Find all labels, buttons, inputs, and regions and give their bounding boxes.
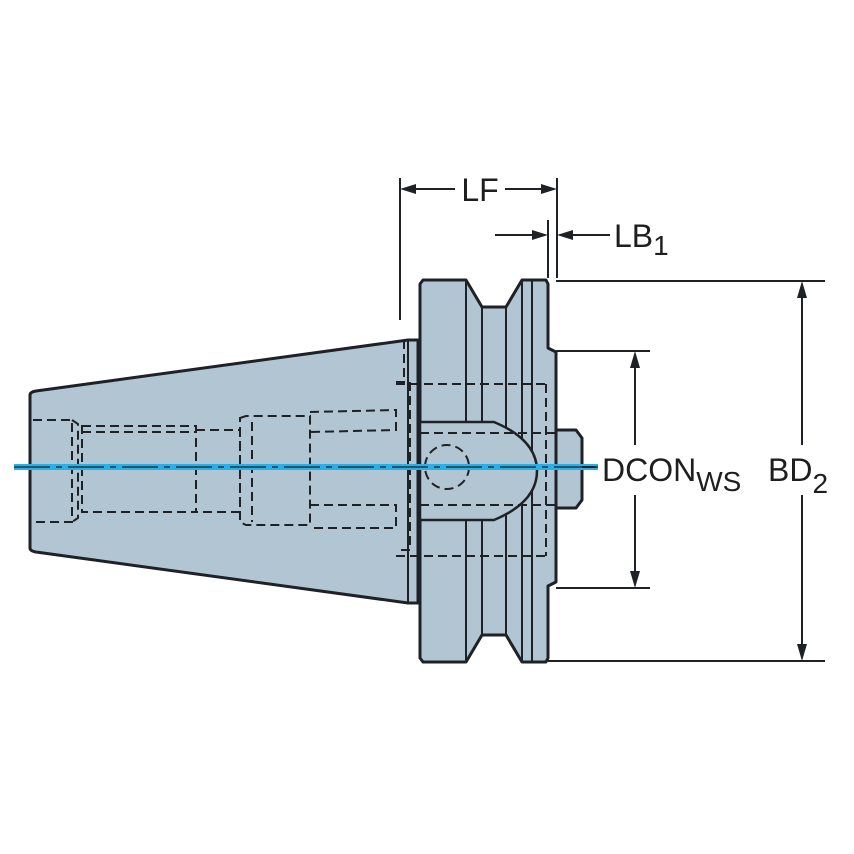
dimension-lb1: LB1 <box>495 218 669 278</box>
label-lb-subscript: 1 <box>653 230 669 261</box>
label-bd-subscript: 2 <box>812 468 828 499</box>
dimension-bd2: BD2 <box>548 280 828 662</box>
dimension-lf: LF <box>399 172 558 320</box>
svg-text:BD2: BD2 <box>768 452 828 499</box>
taper-shank <box>28 338 420 605</box>
label-bd: BD <box>768 452 812 488</box>
key-slot <box>418 420 539 522</box>
label-dcon-subscript: WS <box>696 466 741 497</box>
dimension-dcon-ws: DCONWS <box>556 350 741 589</box>
label-lf: LF <box>461 172 498 208</box>
svg-text:DCONWS: DCONWS <box>602 452 741 497</box>
label-dcon: DCON <box>602 452 696 488</box>
svg-text:LB1: LB1 <box>614 218 669 261</box>
label-lb: LB <box>614 218 653 254</box>
